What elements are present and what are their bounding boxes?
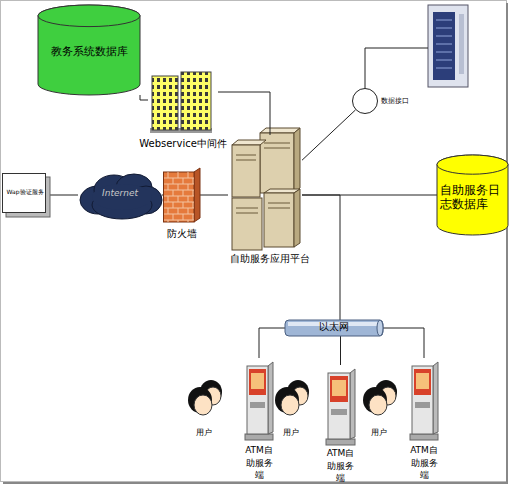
connector-line (50, 195, 78, 196)
node-text: 自助服务日志数据库 (440, 183, 506, 212)
building-icon (150, 72, 212, 133)
connector-line (200, 195, 228, 196)
connector-line (218, 92, 270, 135)
rack-panel (433, 12, 455, 80)
connector-line (302, 110, 356, 160)
rack-server-icon (428, 5, 468, 87)
cylinder-body (38, 5, 140, 95)
firewall-node: 防火墙 (163, 168, 200, 222)
node-text: Wap验证服务 (3, 188, 47, 195)
atm-panel (331, 409, 347, 415)
database-cylinder: 教务系统数据库 (38, 5, 140, 95)
interface-circle: 数据接口 (352, 88, 378, 114)
database-cylinder: 自助服务日志数据库 (437, 155, 508, 235)
server-cabinet (260, 133, 294, 193)
user-icon (275, 380, 309, 415)
atm-terminal: ATM自助服务端 (326, 365, 355, 445)
wall-front (164, 172, 195, 222)
brick-outline (163, 168, 200, 222)
node-text: Webservice中间件 (134, 138, 232, 150)
server-slots (236, 143, 290, 213)
user-label: 用户 (283, 427, 299, 438)
server-cabinet (232, 198, 262, 250)
connector-line (259, 328, 285, 358)
node-text: Internet (78, 188, 162, 199)
frame-shadow (3, 3, 507, 483)
server-top (260, 128, 300, 133)
middleware-node: Webservice中间件 (148, 68, 218, 138)
user-label: 用户 (371, 427, 387, 438)
server-node: 自助服务应用平台 (228, 135, 302, 255)
atm-header (249, 369, 266, 395)
atm-screen (251, 373, 264, 389)
atm-base (410, 434, 438, 440)
internet-cloud: Internet (78, 170, 162, 220)
face (369, 395, 387, 415)
server-cabinet (264, 193, 294, 247)
rack-slots (436, 20, 452, 68)
node-text: ATM自助服务端 (324, 447, 357, 485)
server-side (294, 128, 300, 193)
service-box: Wap验证服务 (2, 173, 50, 217)
node-text: 自助服务应用平台 (218, 253, 322, 265)
rack-body (428, 5, 468, 87)
user-icon (188, 380, 222, 415)
node-text: ATM自助服务端 (408, 444, 440, 482)
atm-side (268, 362, 273, 434)
circle-outline (352, 88, 378, 114)
server-icon (232, 128, 300, 250)
server-cabinet (232, 145, 260, 197)
server-side (294, 189, 300, 247)
server-top (232, 140, 266, 145)
pipe-body (285, 320, 383, 336)
atm-body (412, 366, 433, 434)
cylinder-top (437, 155, 508, 174)
user-label: 用户 (196, 427, 212, 438)
building-tower (152, 76, 178, 130)
atm-terminal: ATM自助服务端 (245, 358, 273, 440)
atm-body (328, 373, 350, 439)
atm-body (247, 366, 268, 434)
atm-header (330, 376, 348, 402)
face (281, 395, 299, 415)
cylinder-body (437, 155, 508, 235)
cylinder-top (38, 5, 140, 27)
atm-side (433, 362, 438, 434)
atm-outline (245, 358, 273, 440)
node-text: 数据接口 (381, 97, 421, 105)
atm-side (350, 369, 355, 439)
connector-line (140, 95, 148, 100)
connector-line (383, 328, 424, 358)
ethernet-bus: 以太网 (285, 320, 383, 336)
face (194, 395, 212, 415)
atm-base (245, 434, 273, 440)
atm-screen (332, 380, 346, 396)
wire (365, 48, 428, 88)
atm-screen (416, 373, 429, 389)
building-tower (181, 72, 211, 130)
connector-line (340, 336, 341, 365)
pipe-end (377, 320, 383, 336)
atm-base (326, 439, 355, 445)
node-text: ATM自助服务端 (243, 444, 275, 482)
user-icon (363, 380, 397, 415)
wall-side (194, 168, 200, 222)
atm-outline (326, 365, 355, 445)
atm-outline (410, 358, 438, 440)
connector-line (162, 195, 163, 196)
circle-outline (353, 89, 378, 114)
node-text: 防火墙 (157, 228, 206, 240)
node-text: 教务系统数据库 (38, 45, 140, 58)
atm-terminal: ATM自助服务端 (410, 358, 438, 440)
rack-side (459, 14, 464, 74)
node-text: 以太网 (285, 321, 383, 333)
brick-lines (164, 172, 194, 222)
atm-header (414, 369, 431, 395)
atm-panel (415, 402, 430, 408)
atm-panel (250, 402, 265, 408)
